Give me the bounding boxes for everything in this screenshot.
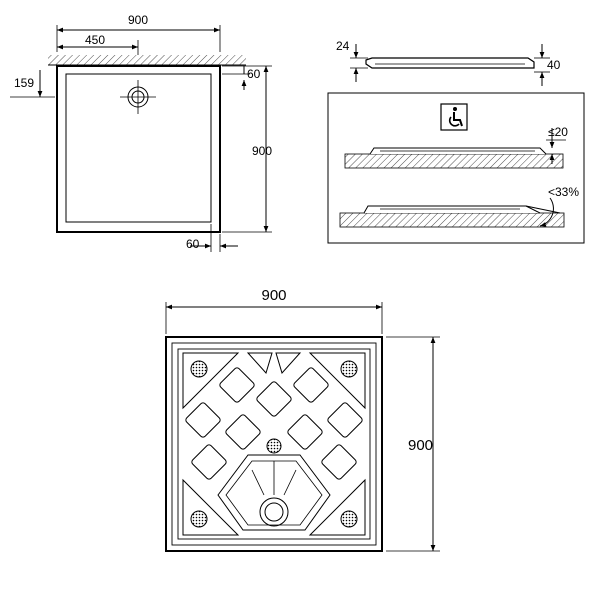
bottom-view: 900 900 bbox=[165, 287, 440, 552]
dim-drain-offset: 450 bbox=[85, 33, 105, 47]
drain-basin bbox=[217, 454, 331, 531]
dim-bottom-height: 900 bbox=[408, 437, 433, 454]
tray-inner bbox=[65, 73, 212, 223]
accessibility-panel: ≤20 <33% bbox=[327, 92, 585, 244]
dim-drain-depth: 159 bbox=[14, 76, 34, 90]
wall-hatch-top bbox=[48, 55, 246, 65]
drain-outlet-icon bbox=[259, 497, 289, 527]
floor-upper bbox=[344, 153, 564, 169]
dim-profile-height: 40 bbox=[547, 58, 561, 72]
side-profile: 24 40 bbox=[336, 39, 561, 86]
dim-width: 900 bbox=[128, 13, 148, 27]
floor-lower bbox=[339, 212, 565, 228]
support-pockets bbox=[185, 367, 363, 480]
dim-rim-top: 60 bbox=[247, 67, 261, 81]
dim-base: 24 bbox=[336, 39, 350, 53]
dim-slope: <33% bbox=[548, 185, 579, 199]
dim-bottom-width: 900 bbox=[261, 287, 286, 304]
tray-section-lower bbox=[363, 205, 541, 214]
dim-step: ≤20 bbox=[548, 125, 568, 139]
tray-profile bbox=[365, 57, 535, 69]
dim-height: 900 bbox=[252, 144, 272, 158]
top-view: 900 450 159 60 900 60 bbox=[10, 13, 272, 252]
dim-rim-bottom: 60 bbox=[186, 237, 200, 251]
drain-icon bbox=[120, 80, 156, 114]
support-feet bbox=[190, 360, 358, 528]
wheelchair-icon bbox=[440, 103, 468, 131]
